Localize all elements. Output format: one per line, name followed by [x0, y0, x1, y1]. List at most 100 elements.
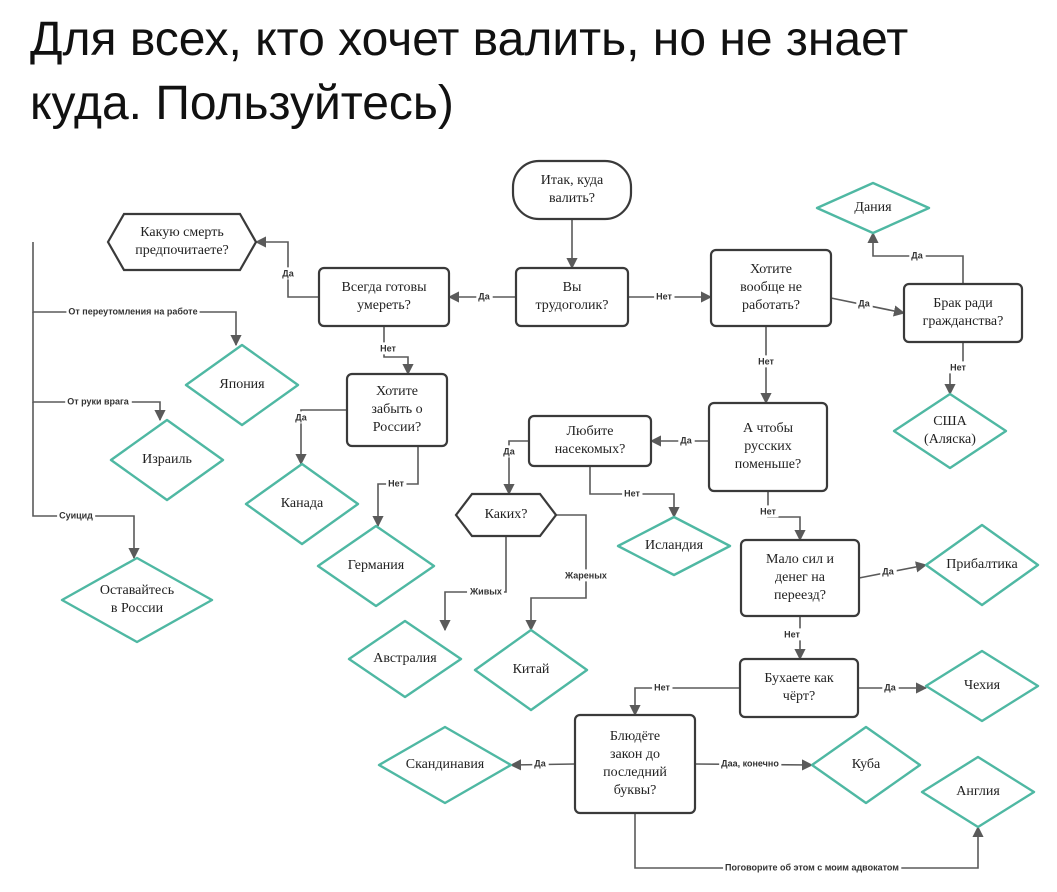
node-label: гражданства? [923, 314, 1004, 329]
edge-forget-canada: Да [293, 409, 347, 466]
edge-which-china: Жареных [525, 514, 609, 632]
edge-low-baltics: Да [858, 561, 928, 579]
connector-line [32, 402, 140, 560]
edge-marriage-denmark: Да [867, 231, 964, 284]
node-label: Исландия [645, 538, 704, 553]
edge-law-scandinavia: Да [509, 757, 576, 771]
edge-label: Нет [380, 343, 396, 353]
node-marriage: Брак ради гражданства? [902, 282, 1024, 344]
node-label: Япония [219, 377, 265, 392]
edge-insects-iceland: Нет [589, 466, 680, 519]
israel-shape [109, 418, 225, 502]
drink-shape [738, 657, 860, 719]
node-czech: Чехия [924, 649, 1040, 723]
insects-shape [527, 414, 653, 468]
node-label: Брак ради [933, 296, 993, 311]
iceland-shape [616, 515, 732, 577]
edge-label-background [756, 355, 777, 368]
china-shape [473, 628, 589, 712]
node-denmark: Дания [815, 181, 931, 235]
node-label: Англия [956, 784, 1000, 799]
node-label: Итак, куда [541, 173, 604, 188]
stay-shape [60, 556, 214, 644]
edge-label-background [719, 757, 782, 770]
edge-which-australia: Живых [439, 536, 507, 632]
node-label: России? [373, 420, 421, 435]
workaholic-shape [514, 266, 630, 328]
node-label: Германия [348, 558, 405, 573]
edge-label-background [909, 249, 926, 262]
edge-label: Нет [784, 629, 800, 639]
edge-label-background [678, 434, 695, 447]
edge-label-background [532, 757, 549, 770]
edge-label-background [652, 681, 673, 694]
edge-work-ready: Да [447, 290, 516, 303]
connector-line [629, 687, 740, 717]
node-iceland: Исландия [616, 515, 732, 577]
node-baltics: Прибалтика [924, 523, 1040, 607]
edge-label: Нет [760, 506, 776, 516]
edge-law-england: Поговорите об этом с моим адвокатом [634, 813, 984, 874]
edge-label: Да [911, 250, 923, 260]
edge-label: Да [858, 298, 870, 308]
node-label: Бухаете как [764, 671, 834, 686]
edge-label-background [562, 569, 609, 582]
edge-label-background [65, 395, 132, 408]
node-israel: Израиль [109, 418, 225, 502]
node-label: США [933, 414, 967, 429]
edge-label-background [654, 290, 675, 303]
node-label: Оставайтесь [100, 583, 174, 598]
connector-line [439, 536, 507, 632]
edge-drink-law: Нет [629, 681, 740, 717]
node-label: Куба [852, 757, 881, 772]
edge-drink-czech: Да [858, 681, 928, 694]
node-label: Блюдёте [610, 729, 660, 744]
england-shape [920, 755, 1036, 829]
connector-line [525, 514, 587, 632]
edge-label: От переутомления на работе [68, 306, 197, 316]
japan-shape [184, 343, 300, 427]
denmark-shape [815, 181, 931, 235]
edge-label: Да [882, 566, 894, 576]
node-label: Дания [854, 200, 892, 215]
usa-shape [892, 392, 1008, 470]
australia-shape [347, 619, 463, 699]
edge-label-background [66, 305, 200, 318]
node-label: денег на [775, 570, 826, 585]
edge-label: Суицид [59, 510, 93, 520]
node-label: (Аляска) [924, 432, 976, 447]
edge-label-background [378, 342, 399, 355]
node-label: русских [744, 439, 792, 454]
edge-label: Поговорите об этом с моим адвокатом [725, 862, 899, 872]
node-label: насекомых? [555, 442, 626, 457]
edge-label: Да [282, 268, 294, 278]
edge-label: Нет [656, 291, 672, 301]
node-label: валить? [549, 191, 595, 206]
node-label: Скандинавия [406, 757, 485, 772]
edge-label: Живых [469, 586, 502, 596]
node-australia: Австралия [347, 619, 463, 699]
node-cuba: Куба [810, 725, 922, 805]
edge-death-israel: От руки врага [32, 312, 166, 422]
connector-line [503, 440, 529, 496]
node-label: умереть? [357, 298, 411, 313]
low-money-shape [739, 538, 861, 618]
edge-death-japan: От переутомления на работе [32, 242, 242, 347]
edge-law-cuba: Даа, конечно [694, 757, 814, 771]
edge-label: Нет [654, 682, 670, 692]
edge-work-dontwork: Нет [628, 290, 713, 303]
node-england: Англия [920, 755, 1036, 829]
node-label: поменьше? [735, 457, 801, 472]
edge-low-drink: Нет [782, 616, 806, 661]
edge-label: Нет [388, 478, 404, 488]
scandinavia-shape [377, 725, 513, 805]
edge-label: Даа, конечно [721, 758, 779, 768]
